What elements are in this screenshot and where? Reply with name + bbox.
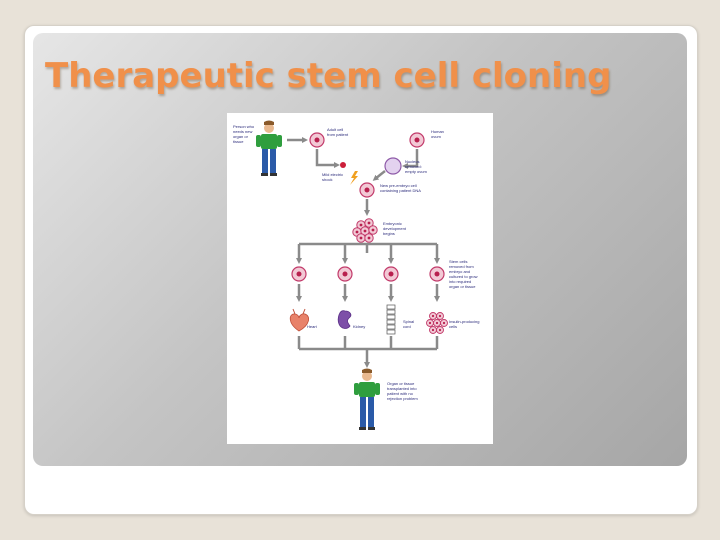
extracted-nucleus-icon bbox=[340, 162, 346, 168]
flow-arrows-upper bbox=[287, 137, 440, 264]
label-person-in-need: Person who needs new organ or tissue bbox=[233, 124, 255, 144]
heart-icon bbox=[289, 308, 310, 332]
flow-arrows-middle bbox=[296, 284, 440, 302]
label-stem-cells: Stem cells removed from embryo and cultu… bbox=[449, 259, 479, 289]
label-human-ovum: Human ovum bbox=[431, 129, 445, 139]
pre-embryo-cell-icon bbox=[359, 182, 375, 198]
label-adult-cell: Adult cell from patient bbox=[327, 127, 349, 137]
spinal-cord-icon bbox=[386, 304, 396, 335]
label-nucleus-removed: Nucleus removed: empty ovum bbox=[405, 159, 427, 174]
lightning-icon bbox=[350, 171, 358, 185]
stem-cell-row bbox=[291, 266, 445, 282]
slide-title: Therapeutic stem cell cloning bbox=[45, 56, 612, 96]
label-embryonic-development: Embryonic development begins bbox=[383, 221, 407, 236]
diagram-labels: Person who needs new organ or tissue Adu… bbox=[233, 124, 481, 401]
human-ovum-icon bbox=[409, 132, 425, 148]
insulin-cells-icon bbox=[426, 312, 448, 334]
stem-cell-cloning-diagram: Person who needs new organ or tissue Adu… bbox=[227, 113, 493, 444]
flow-arrows-lower bbox=[297, 336, 439, 368]
label-electric-shock: Mild electric shock bbox=[322, 172, 344, 182]
label-insulin-cells: Insulin-producing cells bbox=[449, 319, 481, 329]
adult-cell-icon bbox=[309, 132, 325, 148]
kidney-icon bbox=[337, 310, 352, 329]
empty-ovum-icon bbox=[384, 157, 402, 175]
label-spinal-cord: Spinal cord bbox=[403, 319, 415, 329]
label-kidney: Kidney bbox=[353, 324, 365, 329]
person-bottom-icon bbox=[354, 368, 380, 430]
label-heart: Heart bbox=[307, 324, 318, 329]
person-top-icon bbox=[256, 120, 282, 176]
embryo-cluster-icon bbox=[352, 218, 378, 243]
label-pre-embryo: New pre-embryo cell containing patient D… bbox=[380, 183, 421, 193]
label-transplanted: Organ or tissue transplanted into patien… bbox=[387, 381, 418, 401]
